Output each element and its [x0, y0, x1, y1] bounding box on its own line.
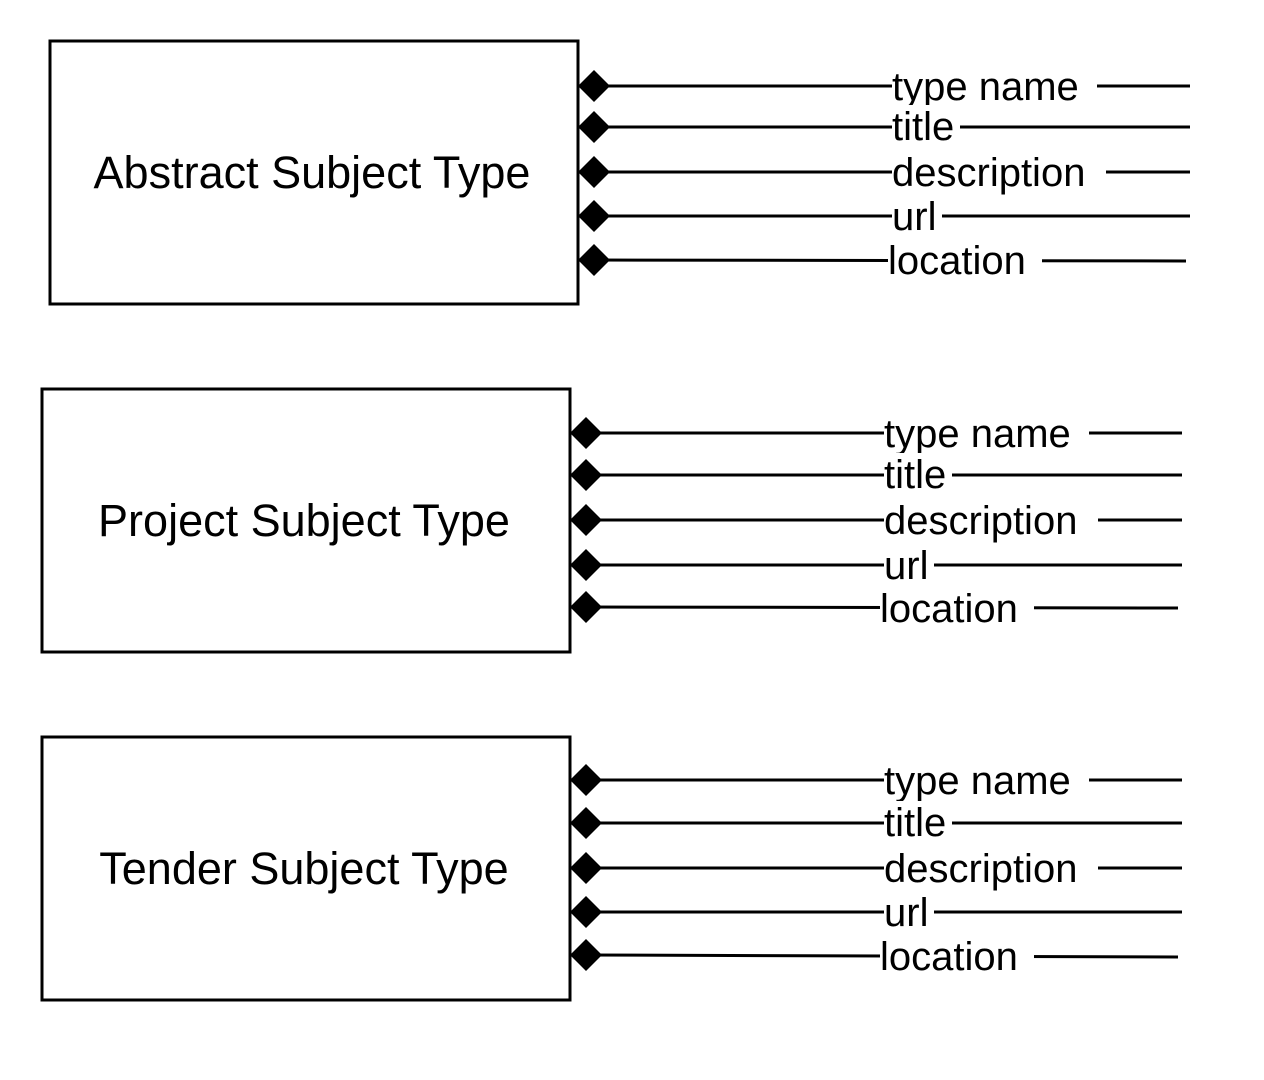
attribute-label: location	[880, 587, 1018, 631]
label-background	[892, 148, 1106, 194]
label-background	[888, 236, 1042, 282]
attribute-label: title	[892, 105, 954, 149]
attribute-row: description	[570, 496, 1182, 543]
attribute-row: location	[570, 584, 1179, 631]
attribute-label: url	[884, 544, 928, 588]
entity-box	[40, 735, 572, 1002]
attribute-label: url	[884, 891, 928, 935]
label-background	[884, 496, 1098, 542]
attribute-label: location	[888, 239, 1026, 283]
label-background	[884, 453, 952, 497]
attribute-label: type name	[892, 65, 1079, 109]
attribute-label: type name	[884, 759, 1071, 803]
attribute-label: description	[884, 499, 1077, 543]
label-background	[884, 844, 1098, 890]
attribute-row: location	[570, 932, 1179, 979]
attribute-row: type name	[578, 62, 1190, 109]
label-background	[884, 892, 934, 932]
label-background	[880, 932, 1034, 978]
attribute-label: description	[884, 847, 1077, 891]
entity-tender-subject-type[interactable]: Tender Subject Type type name title desc…	[40, 735, 1182, 1002]
attribute-label: type name	[884, 412, 1071, 456]
label-background	[884, 409, 1089, 449]
entity-box	[48, 39, 580, 306]
label-background	[892, 62, 1097, 102]
entity-abstract-subject-type[interactable]: Abstract Subject Type type name title de…	[48, 39, 1190, 306]
attribute-row: url	[578, 195, 1190, 239]
attribute-row: title	[570, 453, 1182, 497]
attribute-row: location	[578, 236, 1187, 283]
entity-box	[40, 387, 572, 654]
entity-title: Project Subject Type	[98, 495, 510, 546]
label-background	[880, 584, 1034, 630]
attribute-label: url	[892, 195, 936, 239]
attribute-row: url	[570, 544, 1182, 588]
label-background	[884, 801, 952, 845]
attribute-label: location	[880, 935, 1018, 979]
attribute-row: type name	[570, 409, 1182, 456]
attribute-row: description	[578, 148, 1190, 195]
label-background	[892, 196, 942, 236]
attribute-row: type name	[570, 756, 1182, 803]
attribute-label: description	[892, 151, 1085, 195]
attribute-label: title	[884, 801, 946, 845]
label-background	[884, 756, 1089, 796]
attribute-row: url	[570, 891, 1182, 935]
attribute-row: title	[570, 801, 1182, 845]
entity-title: Abstract Subject Type	[94, 147, 531, 198]
attribute-row: title	[578, 105, 1190, 149]
label-background	[884, 545, 934, 585]
label-background	[892, 105, 960, 149]
entity-title: Tender Subject Type	[99, 843, 508, 894]
attribute-label: title	[884, 453, 946, 497]
entity-project-subject-type[interactable]: Project Subject Type type name title des…	[40, 387, 1182, 654]
attribute-row: description	[570, 844, 1182, 891]
